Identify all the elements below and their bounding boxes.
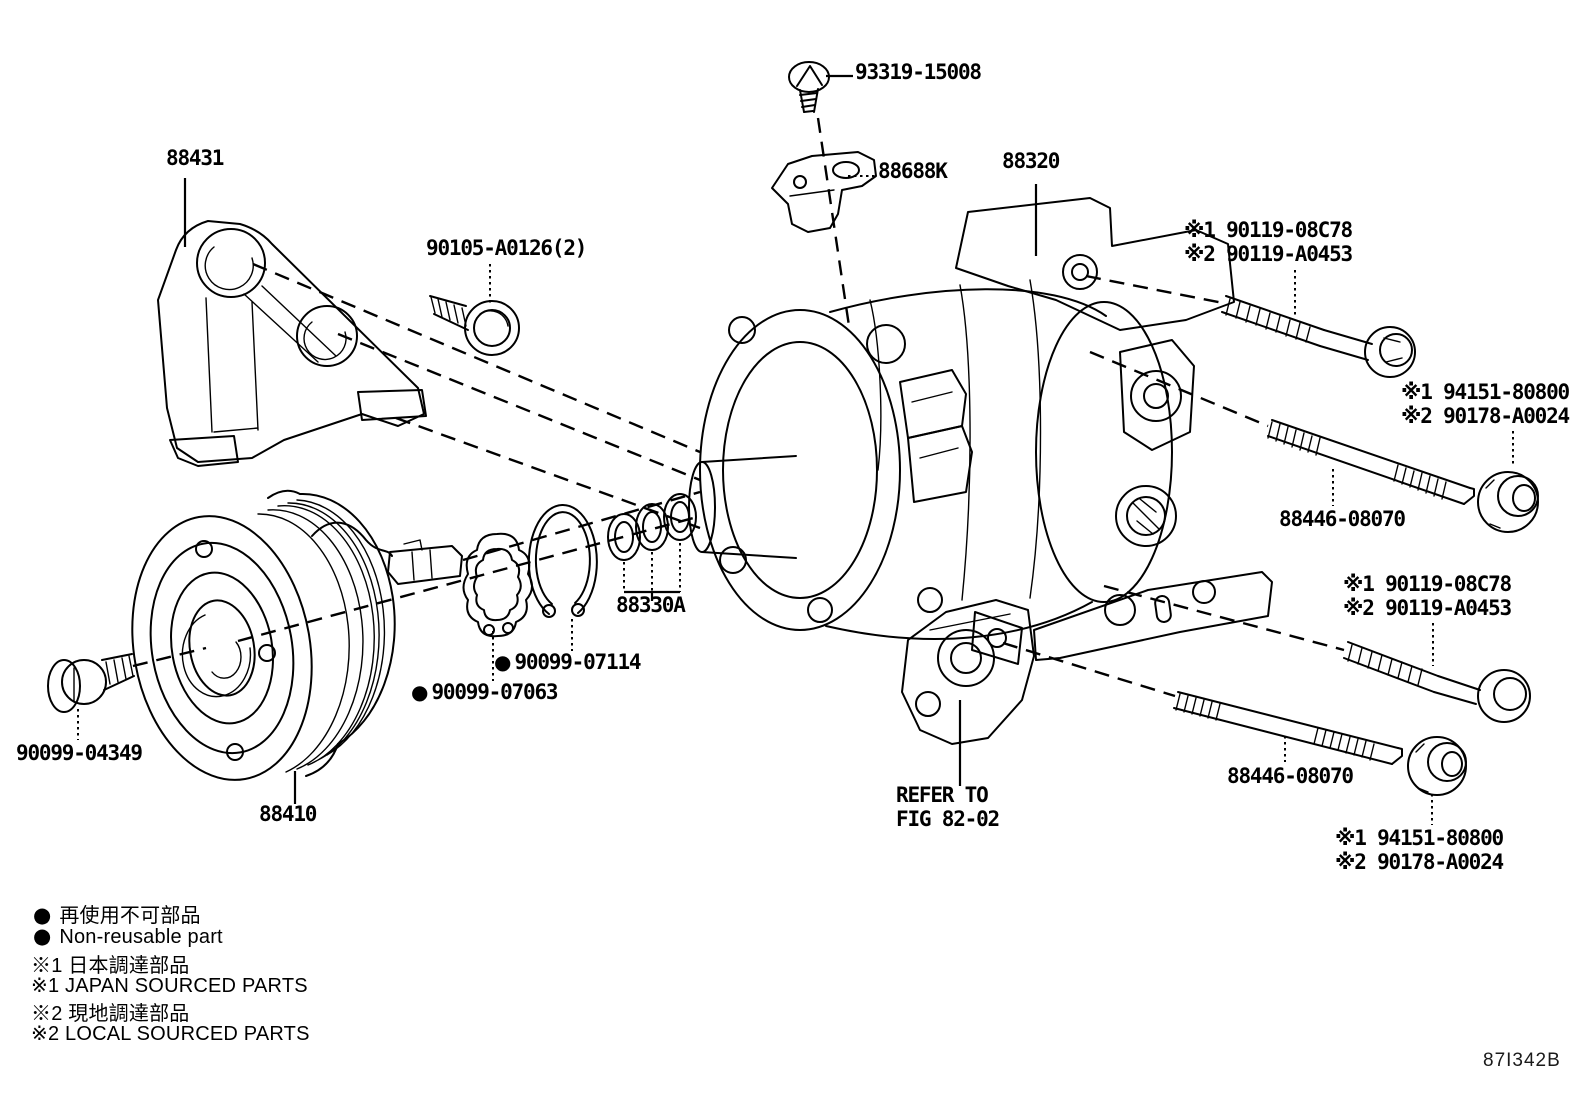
legend-non-reusable-en: ● Non-reusable part bbox=[33, 924, 223, 949]
legend-non-reusable-jp: ● 再使用不可部品 bbox=[33, 899, 201, 928]
legend-local-sourced-jp: ※2 現地調達部品 bbox=[31, 1003, 190, 1025]
bracket-88431 bbox=[157, 220, 427, 467]
callout-bolt-90119-bottom-line1: ※1 90119-08C78 bbox=[1343, 572, 1512, 596]
screw-93319 bbox=[788, 61, 830, 113]
callout-nut-94151-top-line2: ※2 90178-A0024 bbox=[1401, 404, 1570, 428]
pulley-88410 bbox=[131, 489, 463, 781]
bolt-90119-top bbox=[1221, 295, 1416, 378]
callout-nut-94151-bottom-line1: ※1 94151-80800 bbox=[1335, 826, 1504, 850]
bolt-90119-bottom bbox=[1343, 641, 1531, 723]
non-reusable-icon: ● bbox=[33, 903, 52, 927]
nut-94151-bottom bbox=[1407, 736, 1467, 796]
callout-bolt-90099-04349: 90099-04349 bbox=[16, 741, 143, 765]
stud-bolt-88446-bottom bbox=[1173, 691, 1403, 765]
legend-local-sourced-en: ※2 LOCAL SOURCED PARTS bbox=[31, 1023, 310, 1045]
leader-lines-dotted bbox=[77, 175, 1514, 825]
callout-compressor-88320: 88320 bbox=[1002, 149, 1060, 173]
bracket-refer-fig-82-02 bbox=[901, 571, 1273, 745]
callout-snap-ring-90099-07114: ●90099-07114 bbox=[494, 650, 642, 674]
bracket-88688k bbox=[771, 151, 877, 233]
callout-orings-88330a: 88330A bbox=[616, 593, 686, 617]
callout-circlip-90099-07063: ●90099-07063 bbox=[411, 680, 559, 704]
stud-bolt-88446-top bbox=[1267, 419, 1475, 505]
snap-ring-90099-07114 bbox=[527, 503, 598, 618]
non-reusable-icon: ● bbox=[33, 924, 52, 948]
callout-bolt-90105: 90105-A0126(2) bbox=[426, 236, 587, 260]
legend-japan-sourced-en: ※1 JAPAN SOURCED PARTS bbox=[31, 975, 308, 997]
callout-nut-94151-top-line1: ※1 94151-80800 bbox=[1401, 380, 1570, 404]
callout-bracket-88431: 88431 bbox=[166, 146, 224, 170]
callout-bracket-88688k: 88688K bbox=[878, 159, 948, 183]
legend-japan-sourced-jp: ※1 日本調達部品 bbox=[31, 955, 190, 977]
callout-bolt-90119-top-line2: ※2 90119-A0453 bbox=[1184, 242, 1353, 266]
leader-lines-solid bbox=[183, 74, 1038, 804]
bolt-90099-04349 bbox=[47, 653, 135, 713]
figure-code: 87I342B bbox=[1483, 1050, 1561, 1071]
nut-94151-top bbox=[1477, 471, 1539, 533]
non-reusable-icon: ● bbox=[411, 680, 429, 704]
legend-text: 再使用不可部品 bbox=[59, 905, 201, 927]
bolt-90105 bbox=[429, 295, 520, 356]
part-number: 90099-07063 bbox=[431, 680, 558, 704]
orings-88330a bbox=[607, 493, 697, 561]
non-reusable-icon: ● bbox=[494, 650, 512, 674]
compressor-88320 bbox=[688, 197, 1235, 665]
callout-stud-88446-top: 88446-08070 bbox=[1279, 507, 1406, 531]
callout-bolt-90119-bottom-line2: ※2 90119-A0453 bbox=[1343, 596, 1512, 620]
callout-pulley-88410: 88410 bbox=[259, 802, 317, 826]
refer-note-line1: REFER TO bbox=[896, 783, 989, 807]
legend-text: Non-reusable part bbox=[59, 926, 223, 948]
part-number: 90099-07114 bbox=[514, 650, 641, 674]
refer-note-line2: FIG 82-02 bbox=[896, 807, 1000, 831]
callout-stud-88446-bottom: 88446-08070 bbox=[1227, 764, 1354, 788]
callout-nut-94151-bottom-line2: ※2 90178-A0024 bbox=[1335, 850, 1504, 874]
circlip-90099-07063 bbox=[462, 532, 533, 638]
callout-bolt-90119-top-line1: ※1 90119-08C78 bbox=[1184, 218, 1353, 242]
callout-screw-93319: 93319-15008 bbox=[855, 60, 982, 84]
